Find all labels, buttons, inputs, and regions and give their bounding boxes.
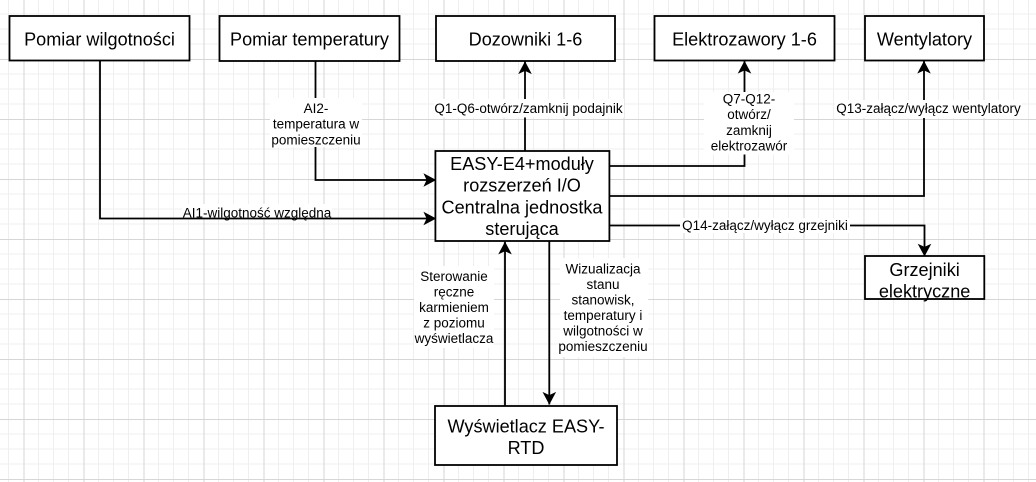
svg-text:Elektrozawory 1-6: Elektrozawory 1-6 — [672, 30, 817, 50]
svg-text:Wentylatory: Wentylatory — [877, 30, 973, 50]
svg-text:sterująca: sterująca — [485, 219, 559, 239]
svg-text:stanu: stanu — [586, 277, 619, 292]
svg-text:karmieniem: karmieniem — [419, 300, 489, 315]
svg-text:AI1-wilgotność względna: AI1-wilgotność względna — [183, 206, 332, 221]
svg-text:Dozowniki 1-6: Dozowniki 1-6 — [469, 30, 583, 50]
svg-text:Q1-Q6-otwórz/zamknij podajnik: Q1-Q6-otwórz/zamknij podajnik — [434, 101, 623, 116]
svg-text:pomieszczeniu: pomieszczeniu — [558, 339, 647, 354]
svg-text:Pomiar temperatury: Pomiar temperatury — [230, 30, 390, 50]
svg-text:temperatury i: temperatury i — [564, 308, 643, 323]
svg-text:z poziomu: z poziomu — [423, 316, 485, 331]
svg-text:EASY-E4+moduły: EASY-E4+moduły — [450, 154, 595, 174]
svg-text:RTD: RTD — [508, 438, 545, 458]
svg-text:Grzejniki: Grzejniki — [889, 260, 959, 280]
svg-text:Wizualizacja: Wizualizacja — [565, 262, 641, 277]
svg-text:temperatura w: temperatura w — [273, 117, 360, 132]
svg-text:Q7-Q12-: Q7-Q12- — [723, 92, 776, 107]
svg-text:ręczne: ręczne — [434, 285, 475, 300]
svg-text:Pomiar wilgotności: Pomiar wilgotności — [24, 30, 175, 50]
svg-text:elektrozawór: elektrozawór — [711, 138, 788, 153]
svg-text:Q13-załącz/wyłącz wentylatory: Q13-załącz/wyłącz wentylatory — [836, 101, 1021, 116]
svg-text:wyświetlacza: wyświetlacza — [414, 331, 494, 346]
svg-text:wilgotności w: wilgotności w — [562, 324, 643, 339]
svg-text:Centralna jednostka: Centralna jednostka — [442, 197, 604, 217]
svg-text:AI2-: AI2- — [304, 101, 329, 116]
svg-text:Wyświetlacz EASY-: Wyświetlacz EASY- — [447, 417, 604, 437]
svg-text:zamknij: zamknij — [726, 123, 772, 138]
svg-text:elektryczne: elektryczne — [879, 282, 971, 302]
svg-text:otwórz/: otwórz/ — [727, 107, 771, 122]
svg-text:stanowisk,: stanowisk, — [571, 293, 634, 308]
svg-text:Sterowanie: Sterowanie — [420, 269, 488, 284]
svg-text:rozszerzeń I/O: rozszerzeń I/O — [463, 176, 581, 196]
svg-text:pomieszczeniu: pomieszczeniu — [271, 132, 360, 147]
svg-text:Q14-załącz/wyłącz grzejniki: Q14-załącz/wyłącz grzejniki — [682, 218, 848, 233]
